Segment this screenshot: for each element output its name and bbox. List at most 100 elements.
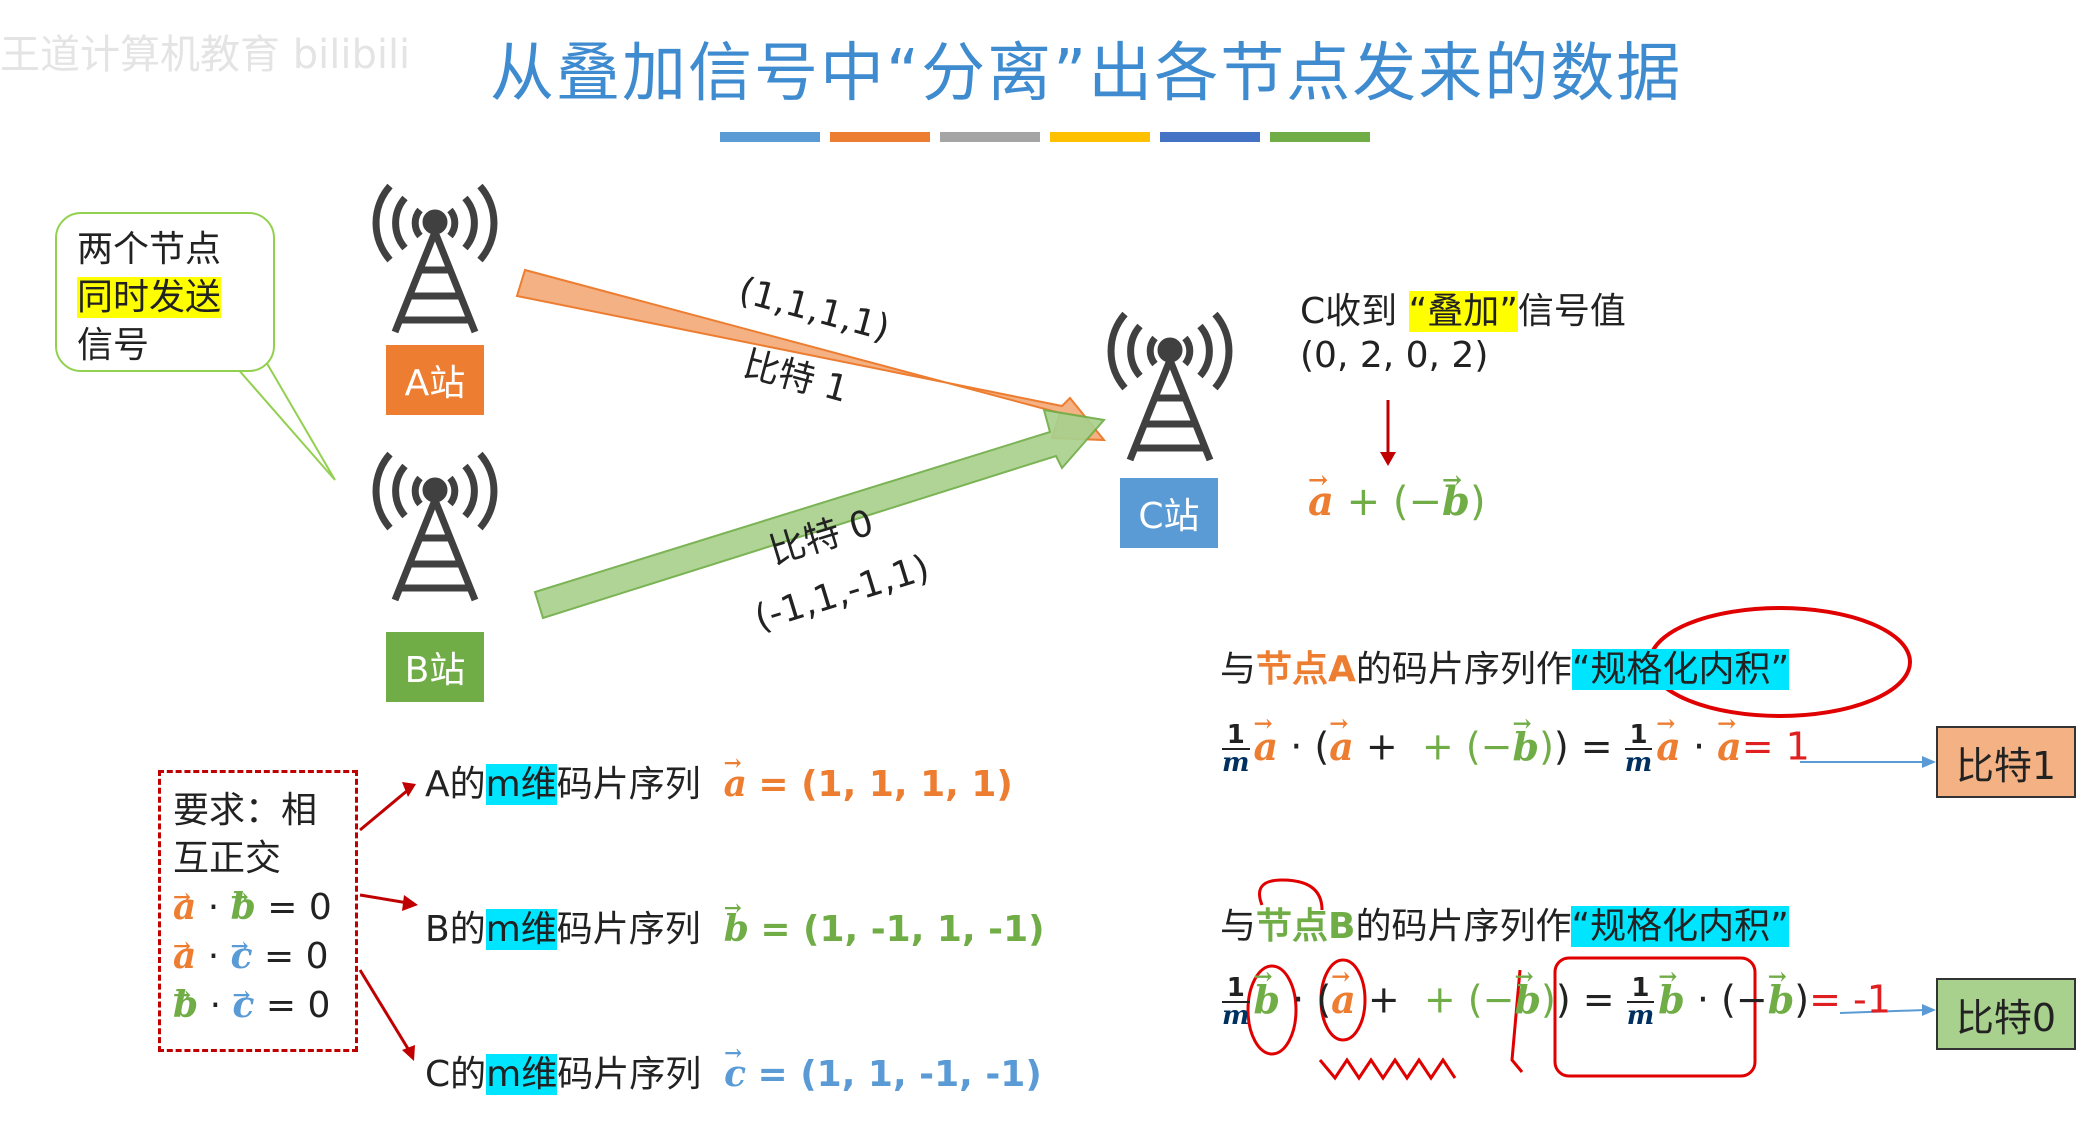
orthogonal-eq: a→ · b→ = 0 — [173, 883, 343, 932]
vec-b: b→ — [1658, 963, 1685, 1022]
frac-num: 1 — [1222, 975, 1250, 1003]
vector-arrow-icon: → — [1767, 963, 1787, 990]
seq-suffix: 码片序列 — [556, 764, 701, 805]
callout-line: 信号 — [77, 325, 150, 366]
accent-bar — [1050, 132, 1150, 142]
eq-result: = 0 — [267, 887, 332, 928]
callout-highlight: 同时发送 — [77, 277, 222, 318]
frac-den: m — [1626, 1001, 1655, 1031]
tower-b-icon — [372, 451, 498, 602]
station-a-label: A站 — [386, 345, 484, 415]
seq-prefix: C的 — [425, 1054, 487, 1095]
vec-b: b→ — [1253, 963, 1281, 1022]
heading-text: 与 — [1220, 649, 1257, 690]
requirement-title: 要求：相 — [173, 790, 318, 831]
vector-arrow-icon: → — [723, 896, 742, 922]
vector-arrow-icon: → — [1308, 464, 1329, 494]
vector-arrow-icon: → — [1442, 464, 1463, 494]
vec-b: b→ — [173, 983, 198, 1026]
vec-a: a→ — [1331, 963, 1356, 1022]
inner-b-result: = -1 — [1809, 977, 1891, 1022]
orthogonal-eq: a→ · c→ = 0 — [173, 932, 343, 981]
requirement-title: 互正交 — [173, 838, 282, 879]
seq-value: = (1, -1, 1, -1) — [760, 909, 1045, 950]
vector-arrow-icon: → — [232, 983, 251, 1009]
frac-num: 1 — [1626, 975, 1655, 1003]
heading-highlight: “规格化内积” — [1571, 649, 1790, 690]
vec-c: c→ — [233, 983, 255, 1026]
heading-text: 与 — [1220, 906, 1257, 947]
vec-b: b→ — [231, 885, 256, 928]
bit0-box: 比特0 — [1936, 978, 2076, 1050]
seq-prefix: A的 — [425, 764, 486, 805]
arrow-to-bit0 — [1839, 1009, 1926, 1014]
vector-arrow-icon: → — [173, 934, 192, 960]
vec-b: b→ — [1512, 710, 1540, 769]
eq-result: = 0 — [265, 985, 331, 1026]
vec-c: c→ — [724, 1041, 747, 1095]
annotation-scribble — [1318, 1057, 1457, 1081]
received-value: (0, 2, 0, 2) — [1300, 335, 1489, 376]
inner-a-result: = 1 — [1741, 724, 1810, 769]
vec-a: a→ — [173, 934, 196, 977]
tower-a-icon — [372, 183, 498, 334]
frac-den: m — [1624, 748, 1653, 778]
vector-arrow-icon: → — [1656, 710, 1676, 737]
vector-arrow-icon: → — [173, 885, 192, 911]
sequence-a: A的m维码片序列 a→ = (1, 1, 1, 1) — [425, 751, 1013, 807]
vec-a: a→ — [1329, 710, 1354, 769]
seq-highlight: m维 — [485, 764, 557, 805]
arrow-b-to-c — [533, 408, 1106, 620]
req-arrow-a — [359, 788, 409, 832]
vector-arrow-icon: → — [1717, 710, 1737, 737]
seq-highlight: m维 — [486, 1054, 558, 1095]
callout-line: 两个节点 — [77, 229, 222, 270]
bit1-box: 比特1 — [1936, 726, 2076, 798]
node-name: 节点B — [1256, 906, 1356, 947]
vec-a: a→ — [1717, 710, 1742, 769]
orthogonal-eq: b→ · c→ = 0 — [173, 981, 343, 1030]
accent-bar — [1160, 132, 1260, 142]
accent-bar — [940, 132, 1040, 142]
station-b-label: B站 — [386, 632, 484, 702]
vector-arrow-icon: → — [1331, 963, 1351, 990]
accent-bars — [720, 132, 1370, 142]
vec-a: a→ — [173, 885, 196, 928]
seq-highlight: m维 — [485, 909, 557, 950]
frac-den: m — [1222, 1001, 1250, 1031]
vec-c: c→ — [231, 934, 253, 977]
watermark: 王道计算机教育 bilibili — [0, 32, 411, 78]
frac-num: 1 — [1624, 722, 1653, 750]
down-arrow-head — [1380, 452, 1396, 466]
accent-bar — [830, 132, 930, 142]
vector-arrow-icon: → — [1253, 963, 1273, 990]
heading-text: 的码片序列作 — [1355, 906, 1572, 947]
frac-num: 1 — [1222, 722, 1250, 750]
seq-suffix: 码片序列 — [556, 909, 701, 950]
vec-a: a→ — [1656, 710, 1681, 769]
vector-arrow-icon: → — [1329, 710, 1349, 737]
vector-arrow-icon: → — [230, 934, 249, 960]
heading-text: 的码片序列作 — [1355, 649, 1572, 690]
vector-arrow-icon: → — [724, 1041, 743, 1067]
page-title: 从叠加信号中“分离”出各节点发来的数据 — [490, 37, 1683, 111]
expr-close: ) — [1469, 479, 1486, 525]
seq-suffix: 码片序列 — [557, 1054, 702, 1095]
vector-arrow-icon: → — [230, 885, 249, 911]
station-c-label: C站 — [1120, 478, 1218, 548]
annotation-box — [1553, 956, 1757, 1078]
callout-bubble: 两个节点 同时发送 信号 — [55, 212, 275, 372]
accent-bar — [720, 132, 820, 142]
received-highlight: “叠加” — [1408, 291, 1518, 332]
received-expression: a→ + (−b→) — [1308, 465, 1486, 525]
vector-arrow-icon: → — [723, 751, 742, 777]
frac-den: m — [1222, 748, 1250, 778]
seq-value: = (1, 1, 1, 1) — [758, 764, 1013, 805]
vector-arrow-icon: → — [1253, 710, 1273, 737]
sequence-b: B的m维码片序列 b→ = (1, -1, 1, -1) — [425, 896, 1045, 952]
heading-highlight: “规格化内积” — [1571, 906, 1789, 947]
seq-value: = (1, 1, -1, -1) — [757, 1054, 1042, 1095]
tower-c-icon — [1107, 311, 1233, 462]
